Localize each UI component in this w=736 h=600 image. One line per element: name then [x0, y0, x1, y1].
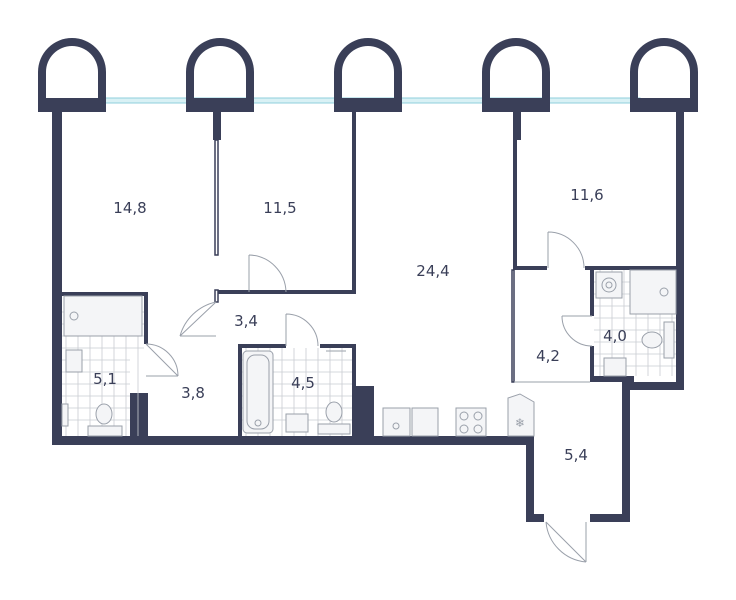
room-area-bedroom-1: 14,8 [113, 199, 146, 217]
window-arch-icon [334, 38, 402, 112]
svg-text:❄: ❄ [515, 416, 525, 430]
room-area-bedroom-2: 11,5 [263, 199, 296, 217]
sink-icon [382, 407, 411, 437]
bathtub-icon [242, 350, 274, 434]
window-arch-icon [186, 38, 254, 112]
room-area-hall-1: 3,8 [181, 384, 205, 402]
sink-icon [285, 413, 309, 433]
window-arch-icon [482, 38, 550, 113]
room-area-entrance-hall: 5,4 [564, 446, 588, 464]
room-area-bedroom-3: 11,6 [570, 186, 603, 204]
window-arch-icon [630, 38, 698, 112]
room-area-bathroom-2: 4,5 [291, 374, 315, 392]
toilet-icon [317, 401, 351, 435]
washing-machine-icon [595, 271, 623, 299]
interior-walls [62, 112, 680, 438]
washing-machine-icon [65, 349, 83, 373]
room-area-bathroom-3: 4,0 [603, 327, 627, 345]
stove-icon [455, 407, 487, 437]
shower-icon [63, 295, 143, 337]
sink-icon [61, 403, 69, 427]
window-arch-icon [38, 38, 106, 112]
room-area-bathroom-1: 5,1 [93, 370, 117, 388]
toilet-icon [641, 321, 675, 359]
shower-icon [629, 269, 677, 315]
fridge-icon: ❄ [507, 393, 535, 437]
dishwasher-icon [411, 407, 439, 437]
room-area-living-kitchen: 24,4 [416, 262, 449, 280]
exterior-walls [52, 110, 684, 522]
door-swing-icon [145, 231, 593, 563]
toilet-icon [87, 403, 123, 437]
room-area-hall-2: 4,2 [536, 347, 560, 365]
room-area-corridor-1: 3,4 [234, 312, 258, 330]
sink-icon [603, 357, 627, 377]
